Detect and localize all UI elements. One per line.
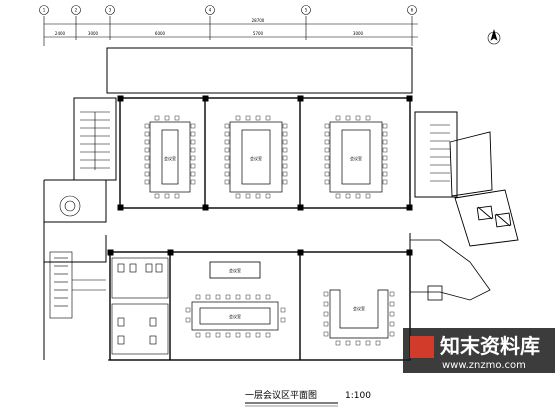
- axis-bubble-label: 3: [109, 8, 112, 13]
- watermark-logo-text: 知末资料库: [440, 334, 540, 358]
- axis-bubble-4: 4: [205, 5, 215, 15]
- axis-bubble-1: 1: [39, 5, 49, 15]
- conference-table-1: [149, 121, 191, 193]
- room-label: 会议室: [250, 155, 262, 161]
- axis-bubble-label: 5: [305, 8, 308, 13]
- left-stair: [73, 97, 117, 181]
- lower-right-annex: [410, 239, 491, 301]
- dim-segment: 3000: [353, 31, 364, 36]
- watermark: 知末资料库 www.znzmo.com: [403, 328, 555, 373]
- dim-segment: 5700: [253, 31, 264, 36]
- watermark-logo-icon: [410, 336, 434, 358]
- upper-wing: [117, 95, 413, 211]
- axis-bubble-3: 3: [105, 5, 115, 15]
- conference-table-4: [191, 301, 279, 331]
- drawing-scale: 1:100: [345, 391, 371, 401]
- dim-segment: 6000: [155, 31, 166, 36]
- axis-bubble-2: 2: [71, 5, 81, 15]
- drawing-title-block: 一层会议区平面图 1:100: [245, 389, 371, 407]
- axis-bubble-label: 2: [75, 8, 78, 13]
- chairs-room-4: [185, 294, 286, 338]
- restroom-block: [111, 257, 169, 355]
- chairs-room-5: [323, 291, 395, 346]
- right-stair: [414, 111, 458, 198]
- conference-table-3: [329, 121, 383, 193]
- axis-bubble-label: 4: [209, 8, 212, 13]
- chairs-room-1: [144, 115, 196, 199]
- lower-wing: [107, 249, 413, 361]
- north-arrow-icon: [487, 28, 501, 45]
- conference-table-2: [229, 121, 283, 193]
- axis-bubble-5: 5: [301, 5, 311, 15]
- dim-segment: 2400: [55, 31, 66, 36]
- building-outline: [43, 47, 413, 361]
- drawing-title: 一层会议区平面图: [245, 389, 317, 401]
- axis-bubble-label: 6: [411, 8, 414, 13]
- room-label: 会议室: [353, 305, 365, 311]
- chairs-room-3: [324, 115, 388, 199]
- chairs-room-2: [224, 115, 288, 199]
- axis-bubble-6: 6: [407, 5, 417, 15]
- room-label: 会议室: [229, 313, 241, 319]
- axis-grid: [43, 16, 418, 70]
- round-table: [59, 195, 81, 217]
- dim-overall: 28700: [252, 18, 265, 23]
- conference-table-5: [329, 289, 389, 339]
- elevator-core: [449, 131, 519, 247]
- room-label: 会议室: [164, 155, 176, 161]
- room-label: 会议室: [350, 155, 362, 161]
- entry-steps: [49, 251, 106, 319]
- watermark-url: www.znzmo.com: [442, 360, 526, 371]
- room-label: 会议室: [229, 267, 241, 273]
- axis-bubble-label: 1: [43, 8, 46, 13]
- dim-segment: 3000: [88, 31, 99, 36]
